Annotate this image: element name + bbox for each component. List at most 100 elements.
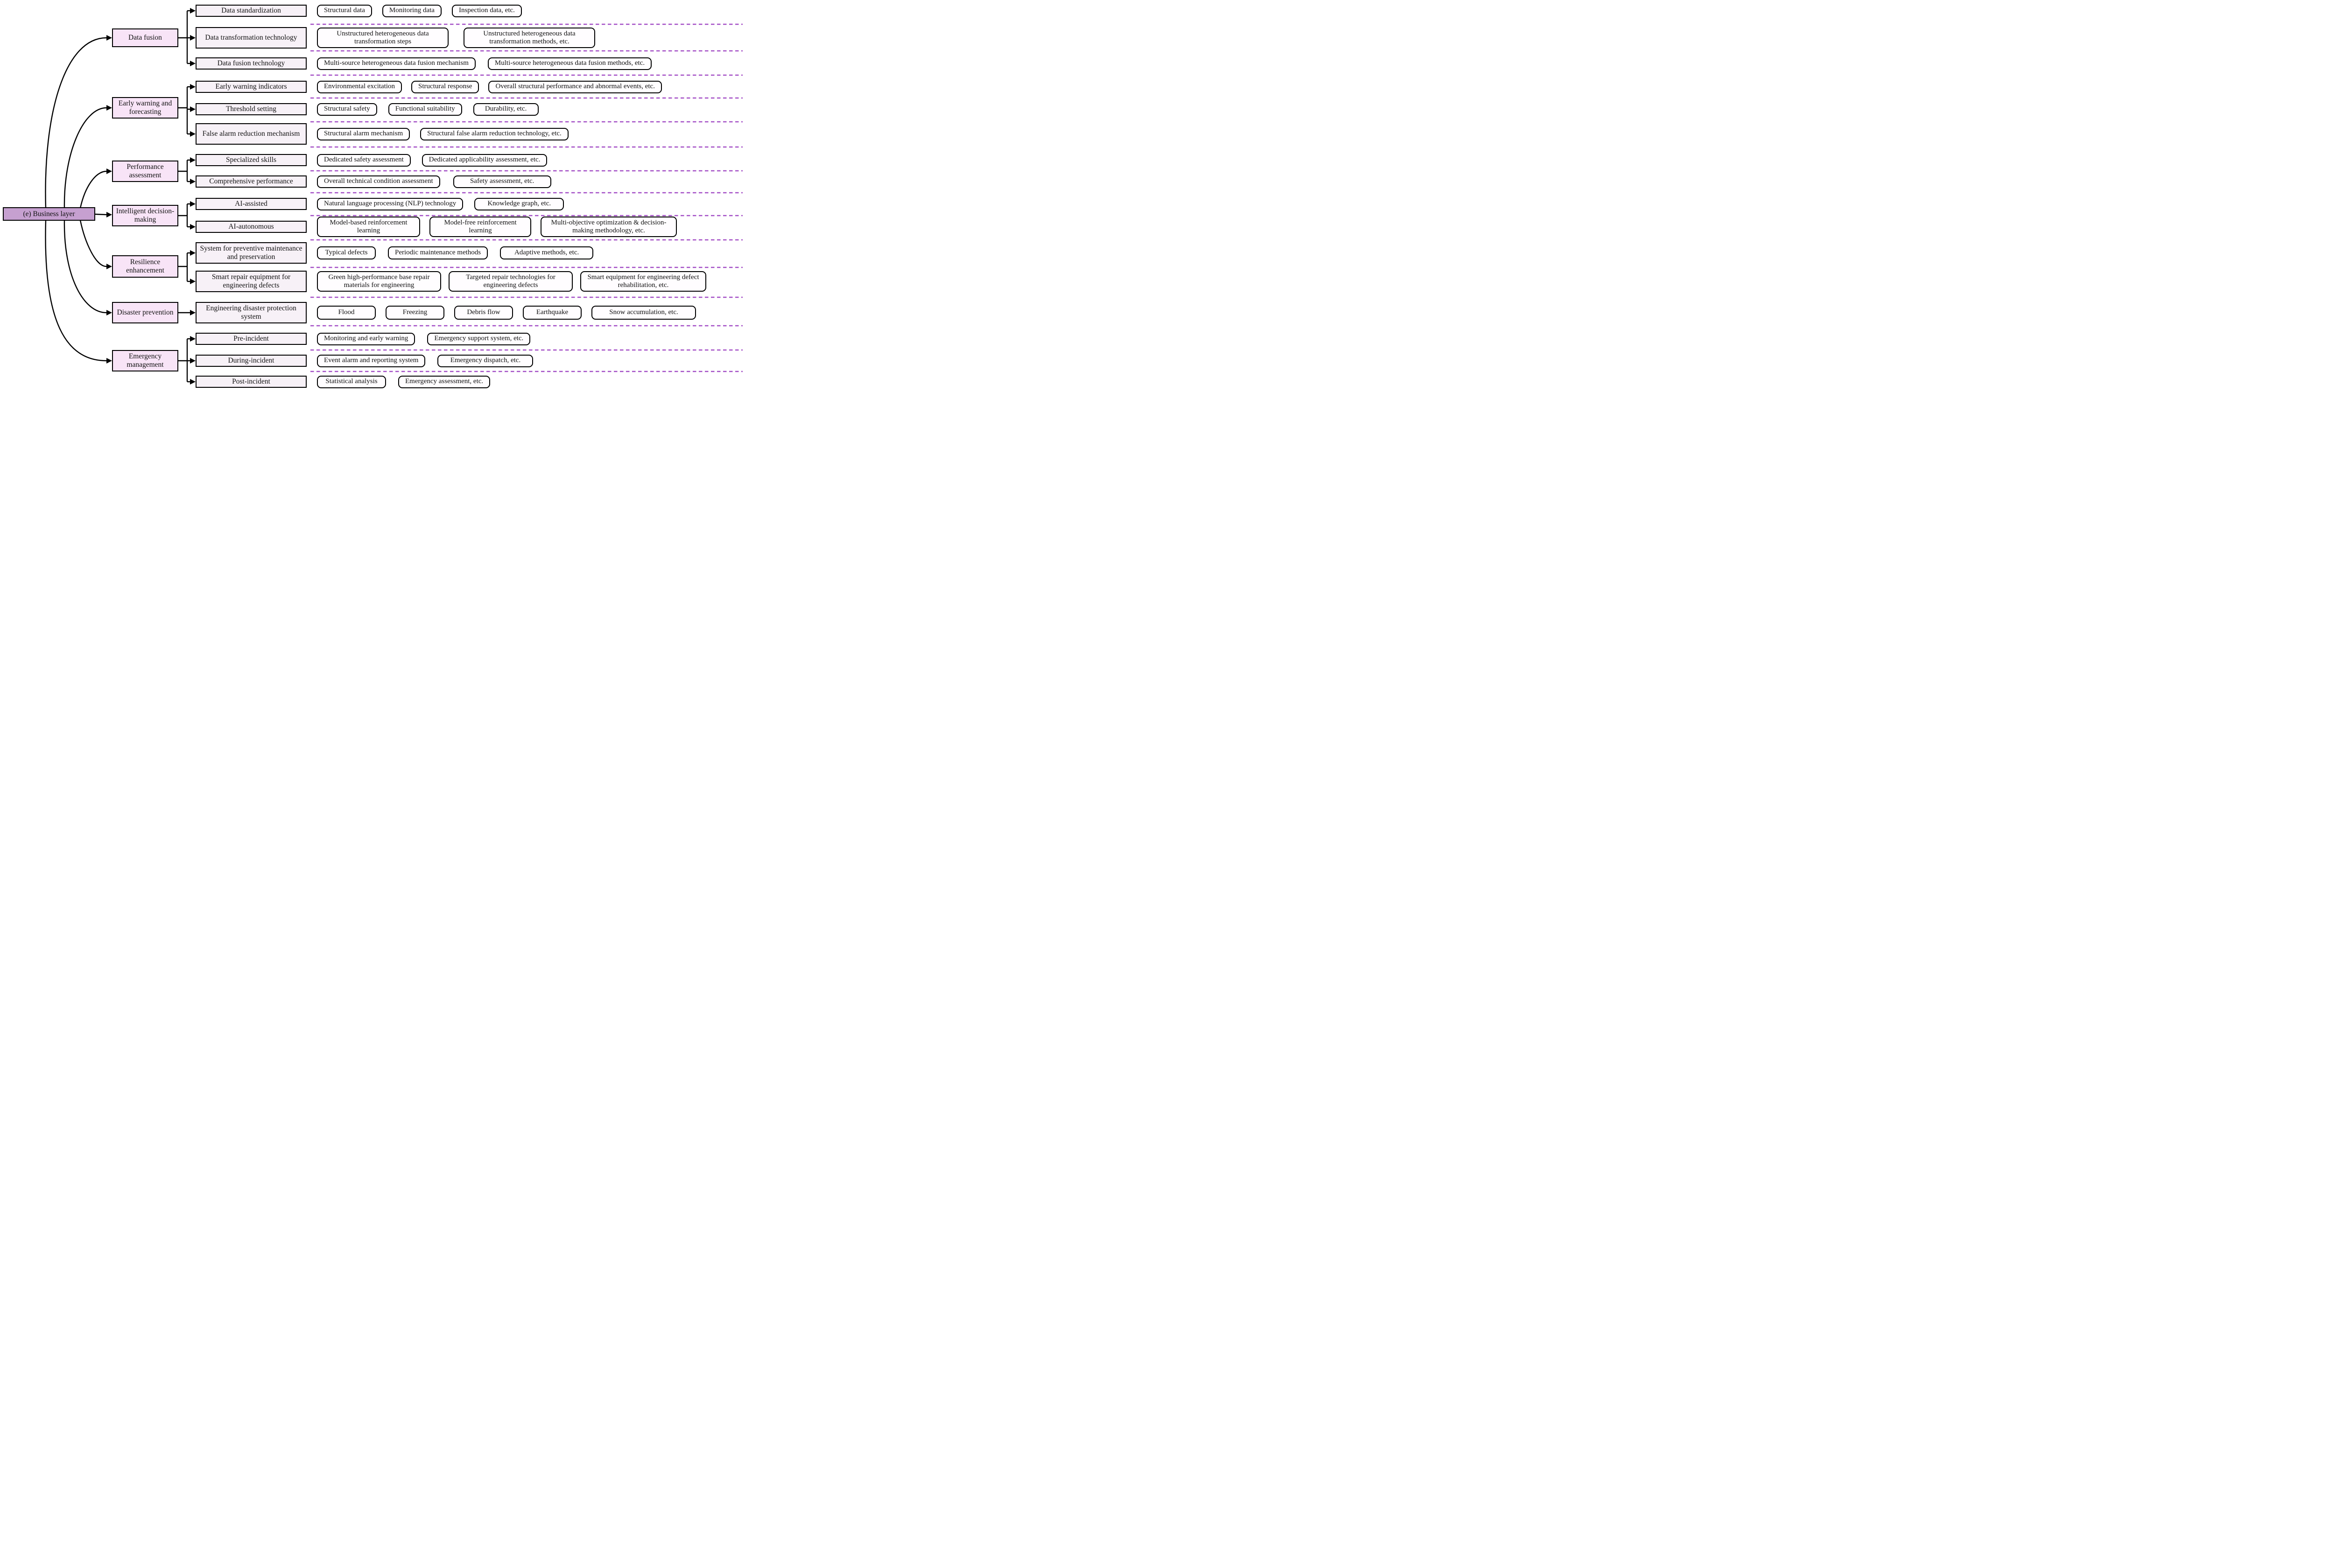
leaf-node: Debris flow: [454, 306, 513, 320]
arrowhead: [106, 264, 112, 269]
arrowhead: [190, 8, 196, 14]
arrowhead: [190, 379, 196, 385]
arrowhead: [106, 168, 112, 174]
leaf-node: Monitoring and early warning: [317, 332, 415, 345]
branch-sub-trunk: [178, 253, 188, 281]
subcategory-node: System for preventive maintenance and pr…: [196, 242, 307, 264]
root-branch-connector: [95, 213, 107, 216]
leaf-row: Unstructured heterogeneous data transfor…: [317, 28, 595, 48]
arrowhead: [190, 224, 196, 230]
leaf-node: Typical defects: [317, 246, 376, 259]
arrowhead: [190, 131, 196, 137]
leaf-row: Structural safety Functional suitability D…: [317, 103, 539, 116]
leaf-node: Overall structural performance and abnor…: [488, 80, 662, 93]
subcategory-node: During-incident: [196, 355, 307, 367]
subcategory-node: Post-incident: [196, 376, 307, 388]
leaf-node: Multi-objective optimization & decision-…: [541, 217, 677, 237]
subcategory-node: Pre-incident: [196, 333, 307, 345]
root-branch-connector: [63, 107, 107, 209]
leaf-node: Multi-source heterogeneous data fusion m…: [317, 57, 476, 70]
arrowhead: [106, 35, 112, 41]
branch-sub-trunk: [178, 339, 188, 382]
branch-sub-trunk: [178, 204, 188, 227]
arrowhead: [190, 106, 196, 112]
subcategory-node: AI-autonomous: [196, 221, 307, 233]
leaf-node: Structural data: [317, 4, 372, 17]
leaf-node: Inspection data, etc.: [451, 4, 522, 17]
root-branch-connector: [63, 220, 107, 314]
leaf-row: Dedicated safety assessment Dedicated app…: [317, 154, 548, 167]
leaf-node: Knowledge graph, etc.: [474, 197, 564, 210]
subcategory-node: Data fusion technology: [196, 57, 307, 70]
leaf-node: Model-based reinforcement learning: [317, 217, 420, 237]
leaf-node: Structural false alarm reduction technol…: [420, 127, 569, 140]
leaf-node: Earthquake: [523, 306, 582, 320]
arrowhead: [190, 201, 196, 207]
leaf-node: Periodic maintenance methods: [388, 246, 488, 259]
branch-sub-trunk: [178, 87, 188, 134]
leaf-row: Typical defects Periodic maintenance meth…: [317, 246, 594, 259]
leaf-node: Structural response: [411, 80, 479, 93]
branch-node: Intelligent decision-making: [112, 205, 178, 226]
leaf-row: Monitoring and early warning Emergency su…: [317, 332, 531, 345]
leaf-row: Green high-performance base repair mater…: [317, 271, 706, 292]
root-branch-connector: [45, 220, 107, 362]
leaf-row: Model-based reinforcement learning Model-…: [317, 217, 677, 237]
leaf-node: Unstructured heterogeneous data transfor…: [317, 28, 449, 48]
arrowhead: [190, 336, 196, 342]
leaf-node: Unstructured heterogeneous data transfor…: [464, 28, 595, 48]
arrowhead: [190, 358, 196, 364]
arrowhead: [106, 310, 112, 315]
leaf-node: Multi-source heterogeneous data fusion m…: [487, 57, 652, 70]
leaf-node: Green high-performance base repair mater…: [317, 271, 441, 292]
branch-node: Resilience enhancement: [112, 255, 178, 278]
leaf-node: Emergency assessment, etc.: [398, 375, 491, 388]
leaf-row: Structural alarm mechanism Structural fal…: [317, 127, 569, 140]
leaf-node: Smart equipment for engineering defect r…: [580, 271, 706, 292]
root-branch-connector: [79, 220, 107, 267]
subcategory-node: Data transformation technology: [196, 27, 307, 49]
leaf-node: Model-free reinforcement learning: [429, 217, 531, 237]
leaf-node: Dedicated applicability assessment, etc.: [422, 154, 548, 167]
leaf-node: Emergency dispatch, etc.: [437, 354, 534, 367]
arrowhead: [190, 35, 196, 41]
leaf-node: Functional suitability: [388, 103, 462, 116]
branch-node: Emergency management: [112, 350, 178, 371]
branch-node: Early warning and forecasting: [112, 97, 178, 119]
arrowhead: [190, 61, 196, 66]
subcategory-node: Smart repair equipment for engineering d…: [196, 271, 307, 292]
branch-node: Data fusion: [112, 28, 178, 47]
arrowhead: [190, 179, 196, 184]
leaf-row: Statistical analysis Emergency assessment…: [317, 375, 491, 388]
arrowhead: [106, 358, 112, 364]
leaf-node: Dedicated safety assessment: [317, 154, 411, 167]
leaf-node: Statistical analysis: [317, 375, 386, 388]
leaf-row: Multi-source heterogeneous data fusion m…: [317, 57, 652, 70]
business-layer-diagram: (e) Business layer Data fusion Data stand…: [0, 0, 743, 392]
branch-sub-trunk: [178, 11, 188, 63]
leaf-node: Emergency support system, etc.: [427, 332, 531, 345]
leaf-node: Structural alarm mechanism: [317, 127, 410, 140]
subcategory-node: False alarm reduction mechanism: [196, 123, 307, 145]
subcategory-node: Data standardization: [196, 5, 307, 17]
leaf-node: Event alarm and reporting system: [317, 354, 426, 367]
leaf-node: Natural language processing (NLP) techno…: [317, 197, 464, 210]
leaf-node: Durability, etc.: [473, 103, 539, 116]
branch-sub-trunk: [178, 160, 188, 182]
leaf-node: Snow accumulation, etc.: [591, 306, 696, 320]
branch-node: Disaster prevention: [112, 302, 178, 323]
leaf-row: Event alarm and reporting system Emergenc…: [317, 354, 534, 367]
branch-node: Performance assessment: [112, 161, 178, 182]
arrowhead: [190, 157, 196, 163]
leaf-node: Flood: [317, 306, 376, 320]
arrowhead: [106, 105, 112, 111]
arrowhead: [106, 212, 112, 217]
leaf-node: Structural safety: [317, 103, 377, 116]
subcategory-node: Threshold setting: [196, 103, 307, 115]
root-branch-connector: [45, 37, 107, 209]
root-node-business-layer: (e) Business layer: [3, 207, 95, 221]
subcategory-node: Engineering disaster protection system: [196, 302, 307, 323]
